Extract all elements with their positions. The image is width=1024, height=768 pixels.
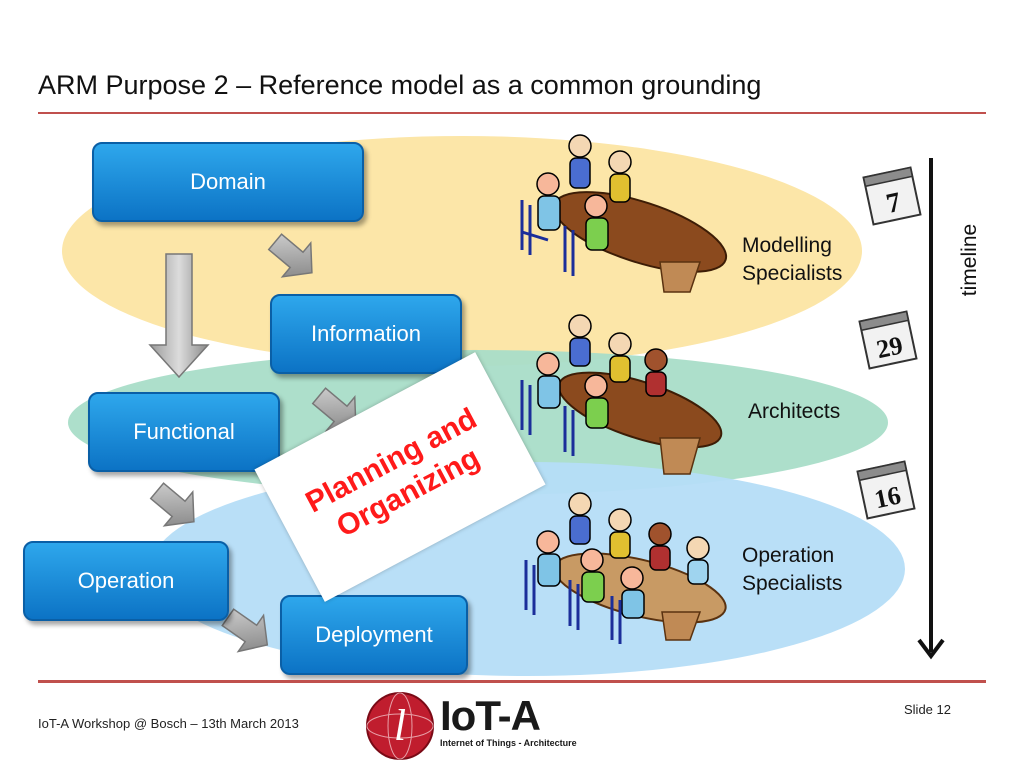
deployment-model-box: Deployment (280, 595, 468, 675)
timeline-arrow-icon (917, 158, 945, 660)
domain-model-box: Domain (92, 142, 364, 222)
logo-wordmark: IoT-A Internet of Things - Architecture (440, 692, 577, 749)
footer-text: IoT-A Workshop @ Bosch – 13th March 2013 (38, 716, 299, 731)
logo-tagline: Internet of Things - Architecture (440, 738, 577, 748)
modelling-label-line-1: Modelling (742, 234, 832, 257)
slide-title: ARM Purpose 2 – Reference model as a com… (38, 70, 762, 100)
down-arrow-icon (148, 253, 210, 379)
functional-model-box: Functional (88, 392, 280, 472)
diag-arrow-icon (149, 482, 195, 527)
footer-divider (38, 680, 986, 683)
information-model-box: Information (270, 294, 462, 374)
operation-label-line-1: Operation (742, 544, 835, 567)
meeting-table-icon (520, 314, 723, 475)
modelling-specialists-label: Modelling Specialists (742, 232, 842, 288)
logo-letter: l (394, 701, 406, 750)
calendar-icon: 16 (856, 460, 916, 520)
modelling-label-line-2: Specialists (742, 262, 843, 285)
timeline-label: timeline (935, 200, 1005, 320)
calendar-icon: 7 (862, 166, 922, 226)
calendar-icon: 29 (858, 310, 918, 370)
calendar-day-number: 7 (883, 187, 903, 220)
meeting-table-icon (520, 134, 728, 293)
calendar-day-number: 16 (872, 480, 903, 514)
diag-arrow-icon (221, 608, 269, 653)
title-divider (38, 112, 986, 114)
operation-label-line-2: Specialists (742, 572, 843, 595)
calendar-day-number: 29 (874, 330, 905, 364)
operation-specialists-label: Operation Specialists (742, 542, 842, 598)
diag-arrow-icon (267, 233, 313, 278)
architects-label: Architects (748, 400, 841, 423)
meeting-table-icon (524, 492, 727, 644)
logo-name: IoT-A (440, 692, 541, 739)
operation-model-box: Operation (23, 541, 229, 621)
timeline-label-text: timeline (958, 223, 981, 297)
slide-number: Slide 12 (904, 702, 951, 717)
iot-a-logo-icon: l (366, 692, 434, 760)
